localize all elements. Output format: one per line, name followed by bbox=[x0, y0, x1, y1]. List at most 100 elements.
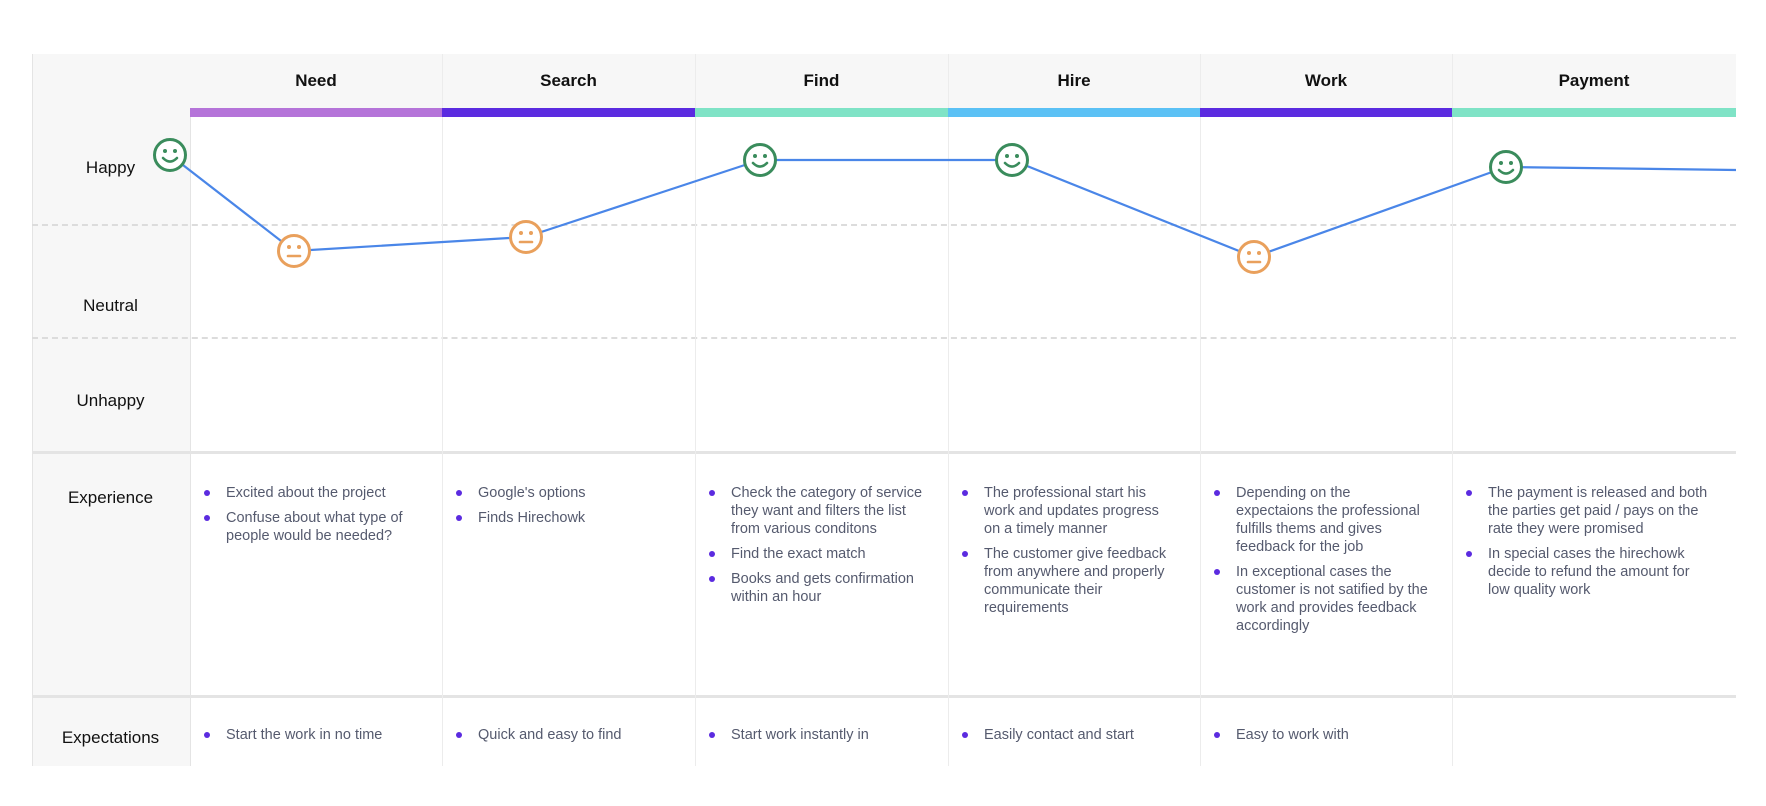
bullet-icon bbox=[456, 515, 462, 521]
face-smile bbox=[1003, 161, 1021, 168]
item-text: Excited about the project bbox=[226, 485, 386, 501]
item-text: The professional start his work and upda… bbox=[984, 485, 1159, 537]
happy-face-icon bbox=[1489, 150, 1523, 184]
stage-bar-need bbox=[190, 108, 442, 117]
expectations-cell-need: Start the work in no time bbox=[204, 726, 420, 751]
expectations-find-item: Start work instantly in bbox=[709, 726, 926, 744]
item-text: Start the work in no time bbox=[226, 727, 383, 743]
emotion-label-unhappy: Unhappy bbox=[76, 391, 145, 410]
face-smile bbox=[161, 156, 179, 163]
expectations-cell-hire: Easily contact and start bbox=[962, 726, 1178, 751]
item-text: Easily contact and start bbox=[984, 727, 1134, 743]
bullet-icon bbox=[204, 732, 210, 738]
face-eye bbox=[1499, 161, 1503, 165]
bullet-icon bbox=[456, 732, 462, 738]
emotion-label-neutral: Neutral bbox=[83, 296, 138, 315]
emotion-curve bbox=[153, 138, 1736, 274]
face-eye bbox=[763, 154, 767, 158]
face-outline bbox=[1237, 240, 1271, 274]
emotion-label-happy: Happy bbox=[85, 158, 136, 177]
column-divider bbox=[1200, 54, 1201, 766]
face-outline bbox=[743, 143, 777, 177]
row-label-expectations: Expectations bbox=[61, 728, 160, 747]
stage-header bbox=[190, 54, 1736, 108]
bullet-icon bbox=[456, 490, 462, 496]
column-divider bbox=[695, 54, 696, 766]
emotion-section-divider bbox=[32, 451, 1736, 454]
stage-bar-payment bbox=[1452, 108, 1736, 117]
label-column bbox=[32, 54, 191, 766]
stage-bar-find bbox=[695, 108, 948, 117]
face-outline bbox=[509, 220, 543, 254]
bullet-icon bbox=[1466, 551, 1472, 557]
experience-cell-work: Depending on the expectaions the profess… bbox=[1214, 484, 1430, 642]
experience-search-item: Finds Hirechowk bbox=[456, 509, 673, 527]
neutral-face-icon bbox=[1237, 240, 1271, 274]
bullet-icon bbox=[1214, 569, 1220, 575]
happy-face-icon bbox=[995, 143, 1029, 177]
experience-payment-item: In special cases the hirechowk decide to… bbox=[1466, 545, 1714, 599]
expectations-search-item: Quick and easy to find bbox=[456, 726, 673, 744]
face-outline bbox=[995, 143, 1029, 177]
bullet-icon bbox=[1214, 732, 1220, 738]
neutral-face-icon bbox=[277, 234, 311, 268]
face-outline bbox=[277, 234, 311, 268]
item-text: Books and gets confirmation within an ho… bbox=[731, 571, 914, 605]
face-eye bbox=[173, 149, 177, 153]
face-outline bbox=[1489, 150, 1523, 184]
face-outline bbox=[153, 138, 187, 172]
face-smile bbox=[1497, 168, 1515, 175]
column-divider bbox=[948, 54, 949, 766]
face-eye bbox=[519, 231, 523, 235]
bullet-icon bbox=[709, 551, 715, 557]
column-divider bbox=[442, 54, 443, 766]
bullet-icon bbox=[204, 490, 210, 496]
experience-payment-item: The payment is released and both the par… bbox=[1466, 484, 1714, 538]
item-text: Finds Hirechowk bbox=[478, 510, 586, 526]
experience-cell-find: Check the category of service they want … bbox=[709, 484, 926, 613]
face-eye bbox=[1015, 154, 1019, 158]
neutral-unhappy-divider bbox=[32, 337, 1736, 339]
item-text: Easy to work with bbox=[1236, 727, 1349, 743]
stage-bar-hire bbox=[948, 108, 1200, 117]
expectations-cell-search: Quick and easy to find bbox=[456, 726, 673, 751]
happy-neutral-divider bbox=[32, 224, 1736, 226]
item-text: The payment is released and both the par… bbox=[1488, 485, 1708, 537]
experience-cell-payment: The payment is released and both the par… bbox=[1466, 484, 1714, 606]
experience-search-item: Google's options bbox=[456, 484, 673, 502]
stage-title-need: Need bbox=[295, 71, 337, 90]
expectations-work-item: Easy to work with bbox=[1214, 726, 1430, 744]
bullet-icon bbox=[1214, 490, 1220, 496]
experience-find-item: Check the category of service they want … bbox=[709, 484, 926, 538]
stage-title-search: Search bbox=[540, 71, 597, 90]
face-eye bbox=[163, 149, 167, 153]
happy-face-icon bbox=[743, 143, 777, 177]
happy-face-icon bbox=[153, 138, 187, 172]
item-text: Google's options bbox=[478, 485, 586, 501]
neutral-face-icon bbox=[509, 220, 543, 254]
experience-need-item: Confuse about what type of people would … bbox=[204, 509, 420, 545]
bullet-icon bbox=[709, 732, 715, 738]
emotion-line bbox=[169, 154, 1736, 259]
face-eye bbox=[1247, 251, 1251, 255]
expectations-cell-work: Easy to work with bbox=[1214, 726, 1430, 751]
face-eye bbox=[1005, 154, 1009, 158]
stage-bar-search bbox=[442, 108, 695, 117]
item-text: In special cases the hirechowk decide to… bbox=[1488, 546, 1690, 598]
experience-hire-item: The professional start his work and upda… bbox=[962, 484, 1178, 538]
stage-title-find: Find bbox=[803, 71, 840, 90]
stage-title-payment: Payment bbox=[1558, 71, 1630, 90]
face-eye bbox=[753, 154, 757, 158]
stage-bar-work bbox=[1200, 108, 1452, 117]
face-eye bbox=[287, 245, 291, 249]
item-text: Find the exact match bbox=[731, 546, 866, 562]
experience-work-item: In exceptional cases the customer is not… bbox=[1214, 563, 1430, 635]
experience-hire-item: The customer give feedback from anywhere… bbox=[962, 545, 1178, 617]
item-text: Check the category of service they want … bbox=[731, 485, 923, 537]
bullet-icon bbox=[962, 490, 968, 496]
face-eye bbox=[529, 231, 533, 235]
stage-title-work: Work bbox=[1304, 71, 1348, 90]
item-text: Depending on the expectaions the profess… bbox=[1236, 485, 1420, 555]
